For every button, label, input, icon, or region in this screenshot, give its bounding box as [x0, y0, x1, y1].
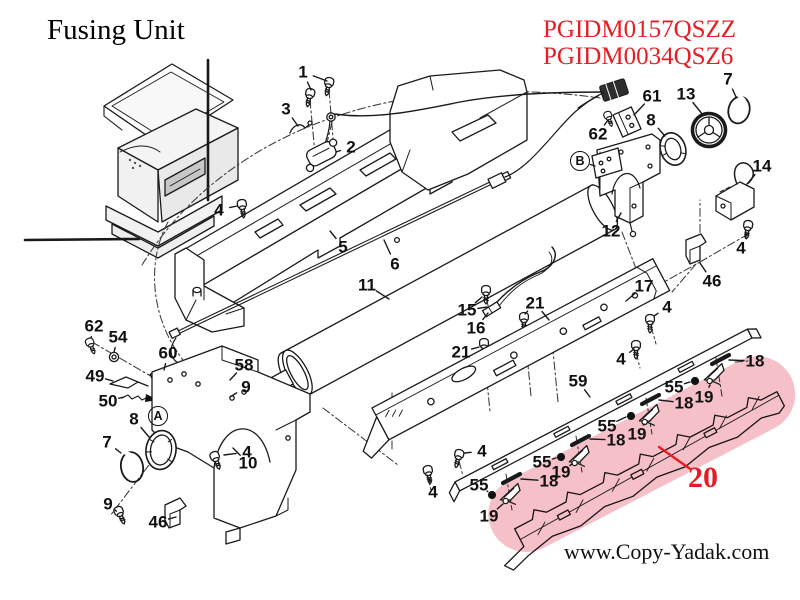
highlight-band — [488, 356, 796, 552]
fusing-unit-location-highlight — [164, 157, 206, 197]
top-cover-piece — [389, 69, 528, 191]
c-ring-part7-right — [727, 92, 751, 125]
washer-part54 — [108, 351, 120, 363]
part-code-line2: PGIDM0034QSZ6 — [543, 43, 734, 70]
entry-guide-part17 — [362, 258, 671, 459]
lever-part49 — [109, 376, 149, 389]
thermistor-harness — [481, 246, 556, 318]
c-ring-part7-left — [119, 450, 145, 483]
part-code-block: PGIDM0157QSZZ PGIDM0034QSZ6 — [543, 16, 736, 70]
bracket-part14 — [715, 162, 755, 221]
plate-partB — [591, 147, 623, 179]
screw-part4-mid-d — [422, 464, 436, 486]
separation-claw-set — [487, 352, 732, 508]
left-bracket-part10 — [151, 345, 311, 545]
screw-part1-a — [302, 87, 317, 109]
claw-screws — [487, 376, 700, 500]
corner-cover-part46-right — [685, 233, 707, 265]
screw-part62-left — [83, 336, 99, 356]
screw-part4-mid-c — [450, 447, 466, 470]
leader-lines — [90, 75, 756, 520]
corner-cover-part46-left — [164, 497, 187, 529]
inset-frame-lines — [23, 58, 210, 242]
stay-part59 — [448, 328, 762, 503]
screw-part9-bottom — [112, 504, 129, 527]
claw-springs — [500, 352, 732, 486]
drive-gear-part13 — [690, 111, 728, 149]
bushing-part8-left — [145, 429, 177, 471]
ground-clip-part3 — [289, 120, 313, 134]
page-title: Fusing Unit — [47, 14, 185, 46]
thermostat-wire — [323, 91, 605, 147]
screw-part4-mid-a — [644, 313, 656, 334]
watermark-text: www.Copy-Yadak.com — [564, 539, 770, 564]
part-code-line1: PGIDM0157QSZZ — [543, 16, 737, 43]
thermostat-part2 — [305, 138, 338, 173]
copier-thumbnail — [103, 63, 239, 259]
bushing-part8-right — [659, 132, 687, 166]
